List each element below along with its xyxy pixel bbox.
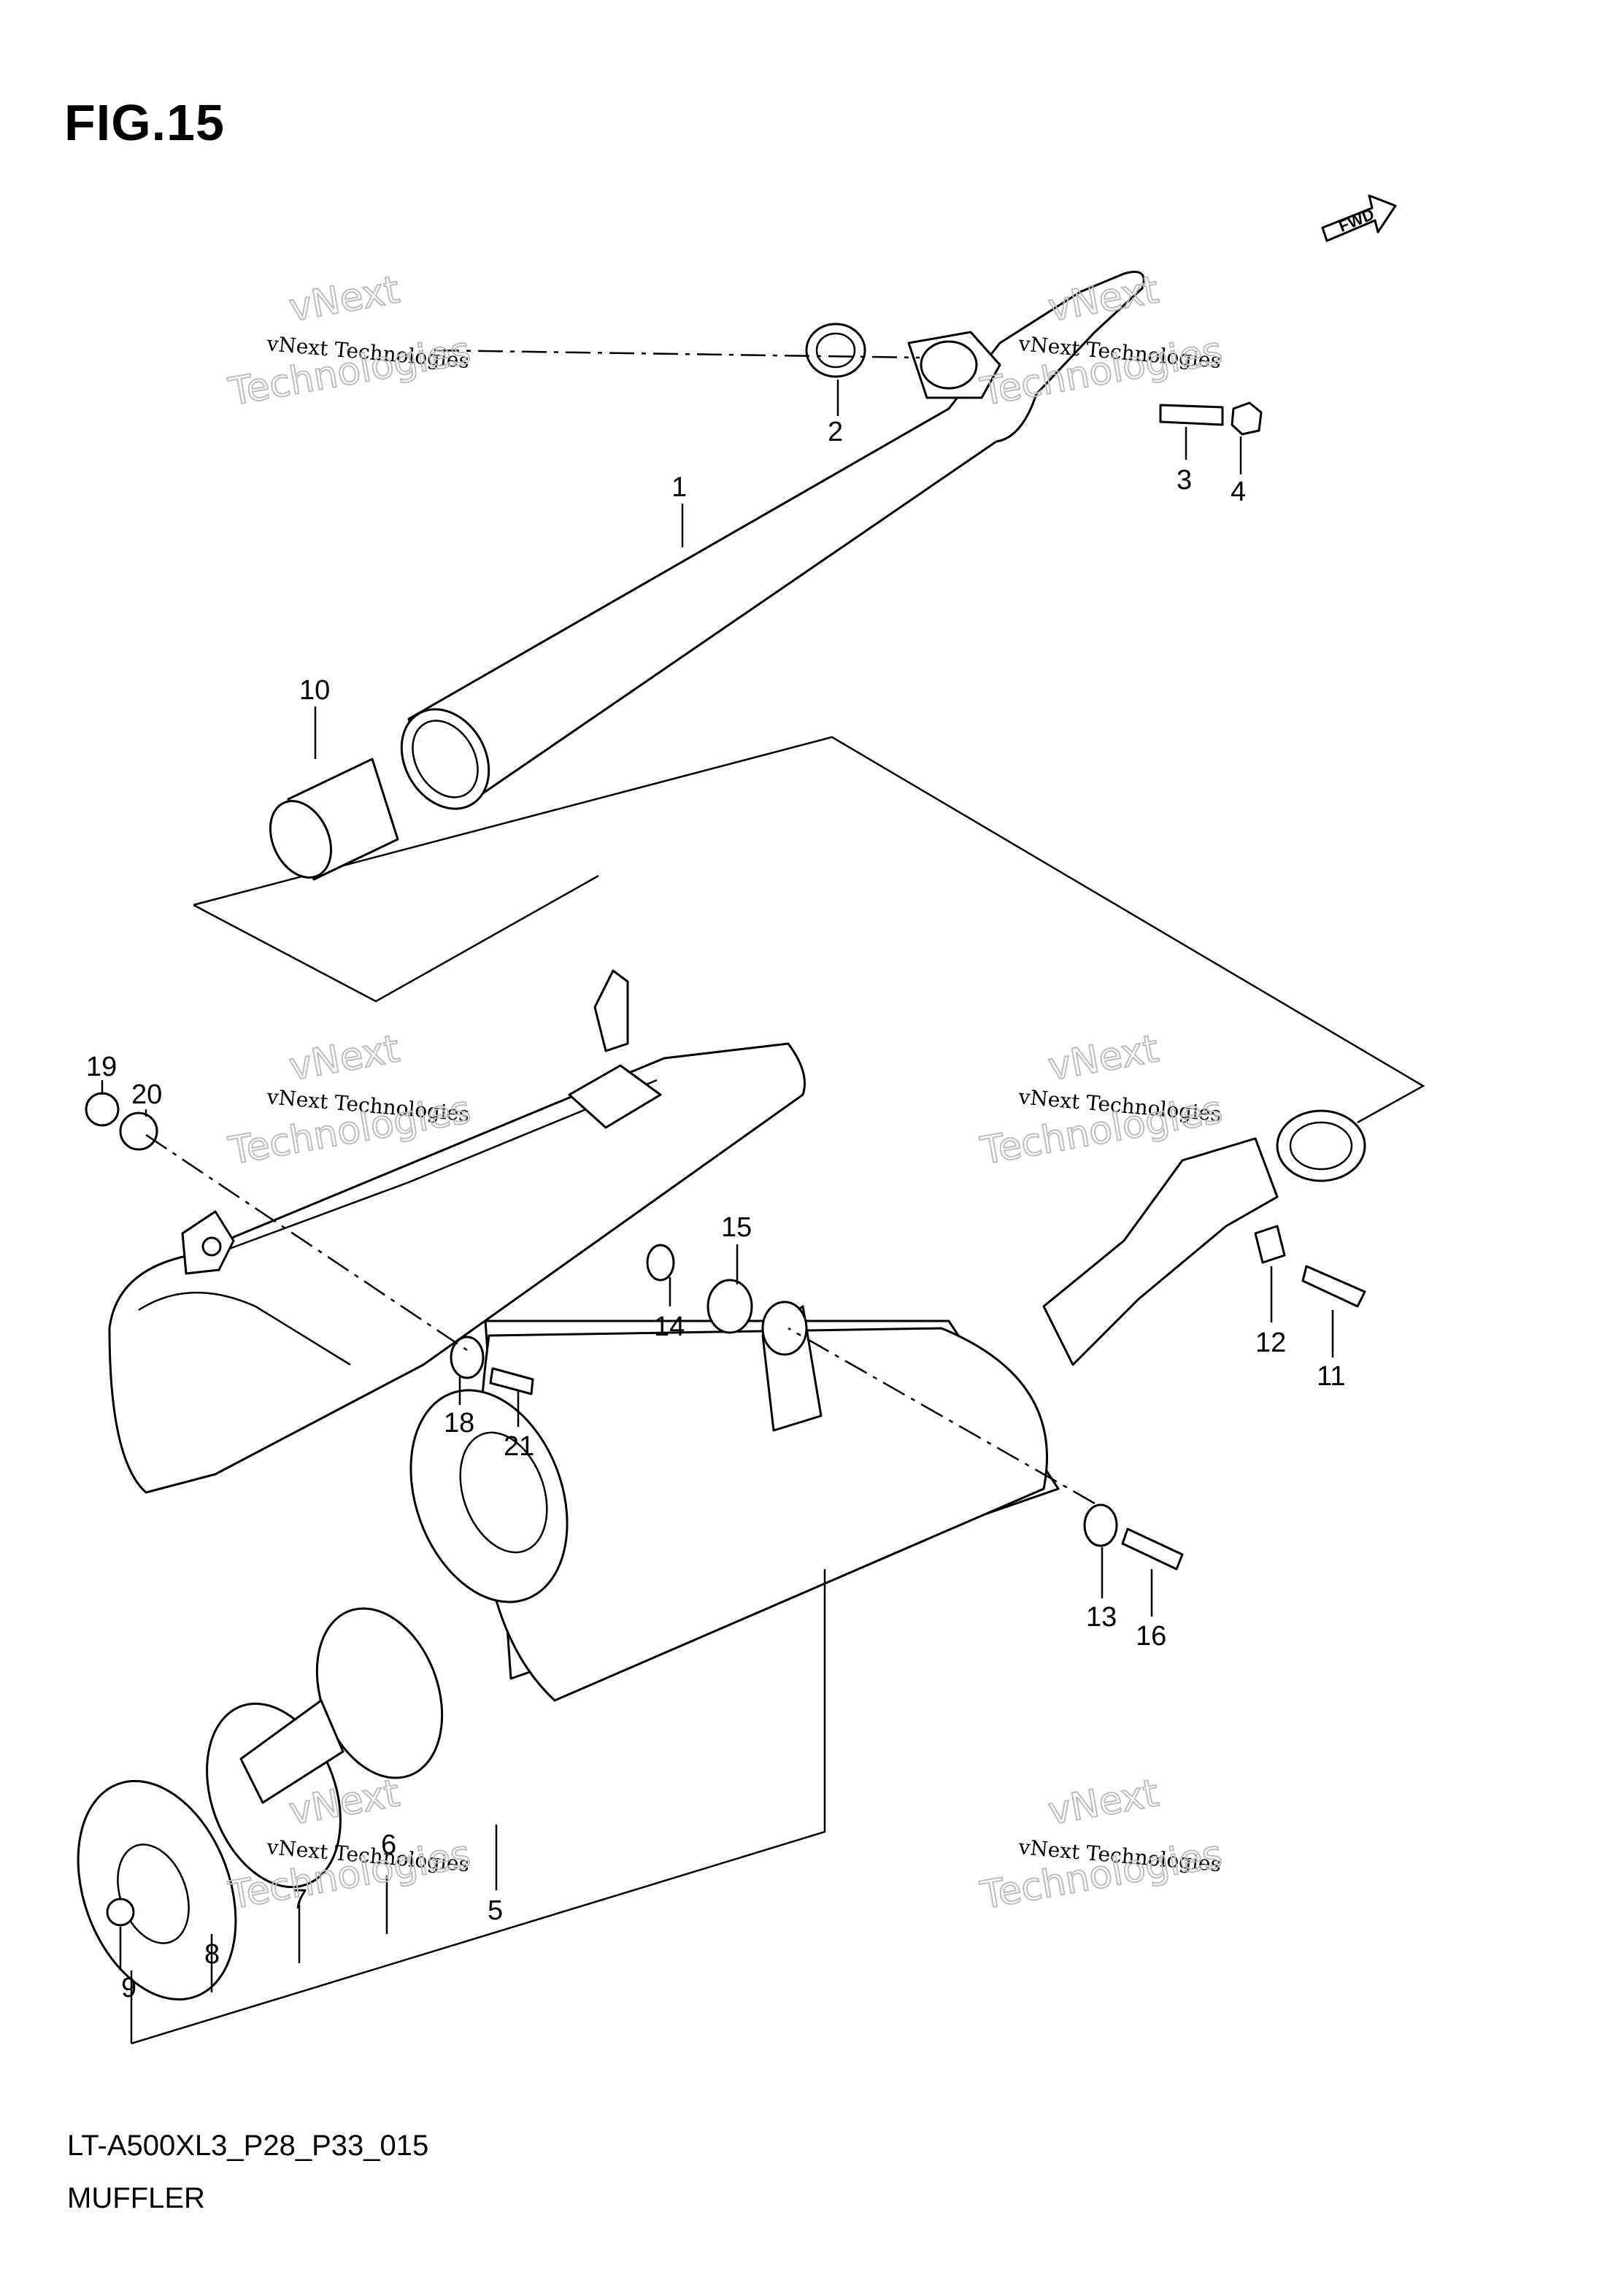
forward-label: FWD <box>1336 205 1377 236</box>
callout-10: 10 <box>299 675 330 706</box>
diagram-code: LT-A500XL3_P28_P33_015 <box>67 2130 429 2162</box>
figure-title: FIG.15 <box>64 94 225 151</box>
diagram-name: MUFFLER <box>67 2182 205 2214</box>
axis-line <box>434 349 920 359</box>
svg-text:vNext: vNext <box>286 1027 403 1089</box>
callout-20: 20 <box>131 1079 162 1110</box>
svg-text:vNext: vNext <box>286 268 403 330</box>
part-heat-shield <box>108 969 806 1494</box>
lower-bracket <box>131 1569 826 2045</box>
upper-assembly-frame <box>193 736 1425 1124</box>
callout-13: 13 <box>1086 1602 1117 1633</box>
callout-14: 14 <box>654 1311 685 1342</box>
part-small-hardware <box>85 1092 1184 1927</box>
part-sleeve <box>269 758 399 881</box>
part-gasket <box>805 323 866 378</box>
watermark-mid-left: vNext vNext Technologies Technologies <box>225 1026 474 1174</box>
callout-7: 7 <box>292 1884 307 1915</box>
callout-5: 5 <box>488 1895 503 1926</box>
callout-11: 11 <box>1317 1361 1345 1392</box>
axis-line <box>788 1327 1096 1505</box>
part-end-cap-stack <box>77 1607 444 2001</box>
callout-9: 9 <box>121 1973 136 2003</box>
svg-text:vNext: vNext <box>1045 268 1162 330</box>
callout-4: 4 <box>1231 477 1246 507</box>
svg-text:vNext: vNext <box>1045 1027 1162 1089</box>
callout-15: 15 <box>721 1212 752 1243</box>
part-exhaust-pipe <box>400 271 1145 810</box>
callout-3: 3 <box>1177 465 1192 496</box>
callout-19: 19 <box>86 1052 117 1082</box>
callout-12: 12 <box>1255 1328 1286 1358</box>
axis-line <box>145 1133 468 1352</box>
part-clamp <box>1254 1109 1366 1308</box>
callout-18: 18 <box>444 1408 474 1438</box>
leader-lines <box>101 380 1334 1971</box>
forward-arrow-icon: FWD <box>1321 194 1397 242</box>
part-nut <box>1231 401 1263 436</box>
part-stud-bolt <box>1159 404 1224 426</box>
part-muffler <box>409 1137 1279 1702</box>
svg-text:vNext: vNext <box>1045 1771 1162 1833</box>
callout-2: 2 <box>828 417 843 447</box>
callout-21: 21 <box>504 1431 534 1462</box>
callout-8: 8 <box>204 1939 220 1970</box>
watermark-bottom-right: vNext vNext Technologies Technologies <box>977 1771 1226 1919</box>
upper-frame-left <box>193 874 599 1003</box>
callout-6: 6 <box>381 1830 396 1860</box>
callout-16: 16 <box>1136 1621 1166 1652</box>
watermark-mid-right: vNext vNext Technologies Technologies <box>977 1026 1226 1174</box>
watermark-top-left: vNext vNext Technologies Technologies <box>225 267 474 415</box>
callout-1: 1 <box>671 472 687 503</box>
